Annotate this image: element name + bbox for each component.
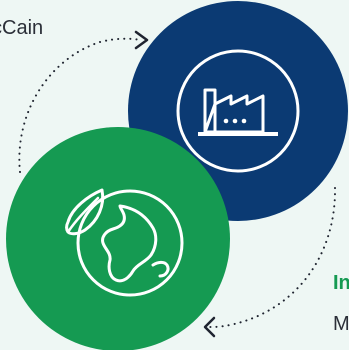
right-heading: In — [333, 272, 349, 294]
right-text-line: M — [333, 313, 349, 335]
dotted-arrow-bottom — [209, 187, 337, 328]
green-circle — [6, 127, 230, 350]
arrowhead-bottom — [203, 316, 216, 338]
earth-leaf-icon — [65, 188, 184, 297]
factory-icon — [176, 49, 300, 173]
top-text-line-1: y — [0, 0, 2, 10]
arrowhead-top — [134, 30, 149, 50]
top-text-line-2: cCain — [0, 17, 44, 39]
